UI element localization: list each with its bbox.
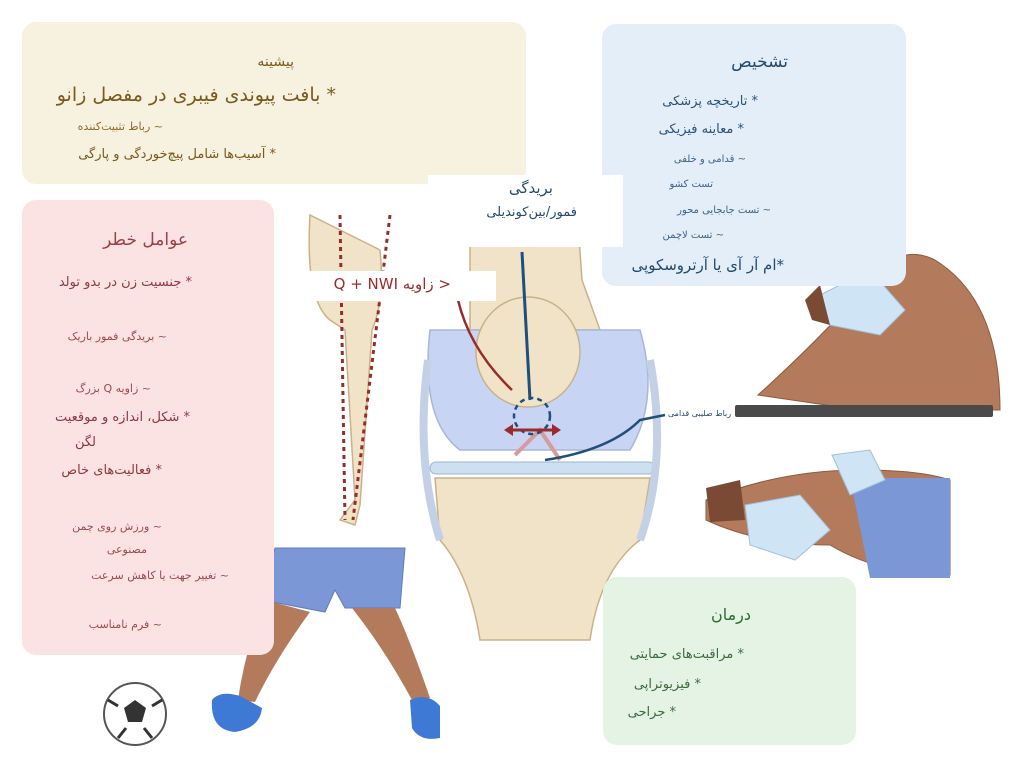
diagnosis-item: * تاریخچه پزشکی bbox=[662, 94, 758, 109]
treatment-panel: درمان * مراقبت‌های حمایتی * فیزیوتراپی *… bbox=[603, 577, 856, 745]
diagnosis-item: ~ قدامی و خلفی bbox=[673, 154, 746, 165]
player-legs-illustration bbox=[211, 547, 440, 739]
angle-callout: < زاویه Q + NWI bbox=[304, 271, 496, 301]
knee-exam-illustration-bottom bbox=[705, 449, 951, 578]
treatment-item: * مراقبت‌های حمایتی bbox=[629, 647, 744, 662]
treatment-item: * جراحی bbox=[627, 705, 676, 720]
risk-item: ~ ورزش روی چمن bbox=[72, 520, 162, 533]
diagnosis-title: تشخیص bbox=[731, 52, 788, 72]
treatment-item: * فیزیوتراپی bbox=[633, 677, 701, 692]
notch-label-title: بریدگی bbox=[508, 179, 553, 197]
risk-item: لگن bbox=[74, 435, 96, 450]
diagnosis-panel: تشخیص * تاریخچه پزشکی * معاینه فیزیکی ~ … bbox=[602, 24, 906, 286]
risk-item: * جنسیت زن در بدو تولد bbox=[58, 275, 192, 290]
history-item: * بافت پیوندی فیبری در مفصل زانو bbox=[56, 84, 336, 106]
risk-item: ~ فرم نامناسب bbox=[88, 618, 162, 631]
treatment-title: درمان bbox=[710, 605, 751, 624]
knee-exam-illustration-top bbox=[735, 253, 1001, 417]
angle-label: < زاویه Q + NWI bbox=[333, 275, 451, 293]
risk-item: مصنوعی bbox=[106, 543, 147, 556]
diagnosis-item: ~ تست لاچمن bbox=[662, 230, 724, 241]
diagnosis-item: * معاینه فیزیکی bbox=[658, 122, 744, 137]
history-title: پیشینه bbox=[257, 54, 294, 70]
knee-joint-illustration bbox=[419, 179, 666, 641]
risk-factors-panel: عوامل خطر * جنسیت زن در بدو تولد ~ بریدگ… bbox=[22, 200, 274, 655]
diagnosis-item: تست کشو bbox=[669, 179, 713, 190]
history-panel: پیشینه * بافت پیوندی فیبری در مفصل زانو … bbox=[22, 22, 526, 184]
soccer-ball-icon bbox=[103, 682, 167, 746]
acl-label: رباط صلیبی قدامی bbox=[668, 409, 732, 418]
notch-label-sub: فمور/بین‌کوندیلی bbox=[486, 205, 577, 220]
risk-item: * فعالیت‌های خاص bbox=[61, 463, 162, 478]
leg-skeleton-illustration bbox=[308, 213, 392, 526]
diagnosis-item: *ام آر آی یا آرتروسکوپی bbox=[631, 256, 784, 274]
diagnosis-item: ~ تست جابجایی محور bbox=[677, 205, 771, 216]
risk-item: ~ تغییر جهت یا کاهش سرعت bbox=[91, 569, 229, 582]
history-item: * آسیب‌ها شامل پیچ‌خوردگی و پارگی bbox=[78, 147, 276, 162]
risk-item: ~ زاویه Q بزرگ bbox=[75, 382, 151, 395]
history-item: ~ رباط تثبیت‌کننده bbox=[77, 120, 163, 133]
risk-factors-title: عوامل خطر bbox=[103, 230, 188, 250]
notch-callout: بریدگی فمور/بین‌کوندیلی bbox=[428, 175, 623, 247]
risk-item: ~ بریدگی فمور باریک bbox=[67, 330, 167, 343]
risk-item: * شکل، اندازه و موقعیت bbox=[54, 410, 190, 425]
